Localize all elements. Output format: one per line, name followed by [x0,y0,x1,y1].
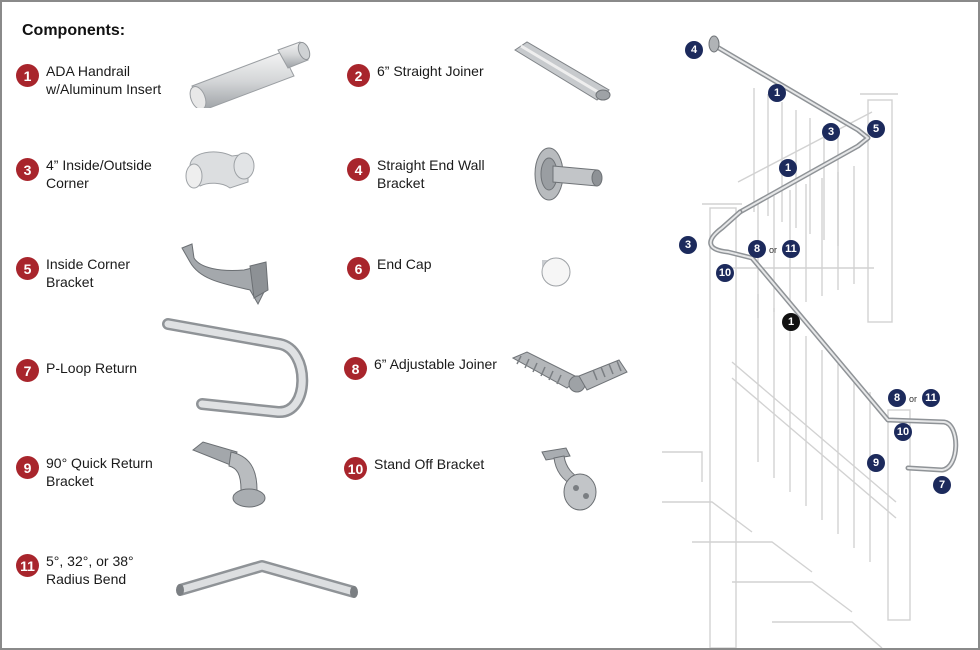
number-badge: 11 [16,554,39,577]
component-label: 5°, 32°, or 38° Radius Bend [46,553,134,587]
component-item-9: 9 90° Quick Return Bracket [16,454,153,490]
component-label: 4” Inside/Outside Corner [46,157,152,191]
radius-bend-image [176,560,358,598]
component-item-7: 7 P-Loop Return [16,357,137,382]
callout-8: 8 [748,240,766,258]
component-label: Stand Off Bracket [374,456,485,472]
component-label: End Cap [377,256,432,272]
component-item-8: 8 6” Adjustable Joiner [344,355,497,380]
callout-1: 1 [768,84,786,102]
number-badge: 10 [344,457,367,480]
handrail-tube-image [189,41,311,108]
end-wall-bracket-image [534,147,603,201]
component-label: P-Loop Return [46,360,138,376]
component-item-3: 3 4” Inside/Outside Corner [16,156,152,192]
component-label: Inside Corner Bracket [46,256,131,290]
number-badge: 7 [16,359,39,382]
callout-1: 1 [779,159,797,177]
component-label: Straight End Wall Bracket [377,157,485,191]
component-item-4: 4 Straight End Wall Bracket [347,156,485,192]
quick-return-bracket-image [192,441,266,508]
straight-joiner-image [514,41,611,101]
callout-5: 5 [867,120,885,138]
callout-3: 3 [679,236,697,254]
component-item-2: 2 6” Straight Joiner [347,62,484,87]
callout-4: 4 [685,41,703,59]
component-item-11: 11 5°, 32°, or 38° Radius Bend [16,552,134,588]
callout-8: 8 [888,389,906,407]
callout-10: 10 [894,423,912,441]
component-label: 6” Straight Joiner [377,63,484,79]
component-item-1: 1 ADA Handrail w/Aluminum Insert [16,62,161,98]
callout-3: 3 [822,123,840,141]
component-label: ADA Handrail w/Aluminum Insert [46,63,162,97]
inside-corner-bracket-image [181,243,269,306]
callout-9: 9 [867,454,885,472]
number-badge: 4 [347,158,370,181]
component-label: 6” Adjustable Joiner [374,356,497,372]
callout-1: 1 [782,313,800,331]
number-badge: 1 [16,64,39,87]
component-item-10: 10 Stand Off Bracket [344,455,484,480]
p-loop-return-image [162,318,309,418]
number-badge: 9 [16,456,39,479]
end-cap-image [541,257,571,287]
or-label: or [769,245,778,255]
stair-handrail-illustration [662,35,959,648]
number-badge: 5 [16,257,39,280]
callout-7: 7 [933,476,951,494]
number-badge: 3 [16,158,39,181]
component-item-5: 5 Inside Corner Bracket [16,255,130,291]
number-badge: 2 [347,64,370,87]
number-badge: 6 [347,257,370,280]
or-label: or [909,394,918,404]
number-badge: 8 [344,357,367,380]
callout-10: 10 [716,264,734,282]
corner-fitting-image [185,151,255,189]
adjustable-joiner-image [511,351,628,393]
component-item-6: 6 End Cap [347,255,431,280]
component-label: 90° Quick Return Bracket [46,455,153,489]
components-title: Components: [22,22,126,39]
callout-11: 11 [782,240,800,258]
callout-11: 11 [922,389,940,407]
stand-off-bracket-image [541,447,597,511]
